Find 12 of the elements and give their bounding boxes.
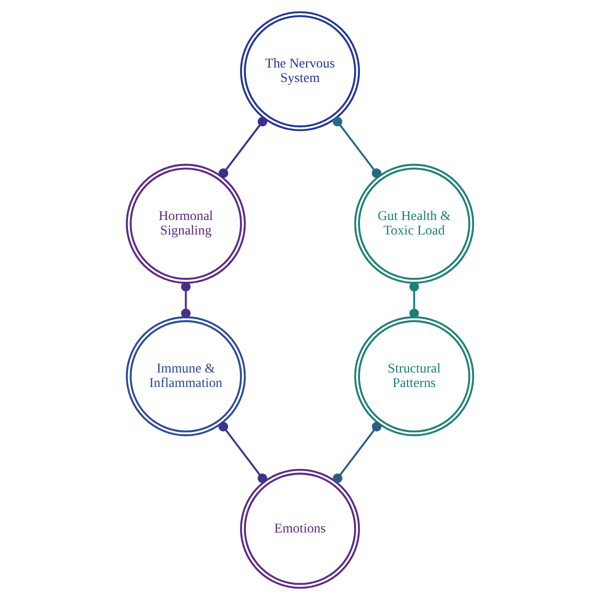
node-circle: Hormonal Signaling [126, 164, 246, 284]
connector [409, 282, 419, 318]
connector [218, 422, 268, 484]
node-circle: Structural Patterns [354, 316, 474, 436]
connector [218, 116, 268, 178]
node-circle: Emotions [240, 468, 360, 589]
node-circle: The Nervous System [240, 11, 360, 132]
node-circle: Immune & Inflammation [126, 316, 246, 436]
connector [181, 282, 191, 318]
connector [332, 116, 382, 178]
connector [332, 422, 382, 484]
node-circle: Gut Health & Toxic Load [354, 164, 474, 284]
